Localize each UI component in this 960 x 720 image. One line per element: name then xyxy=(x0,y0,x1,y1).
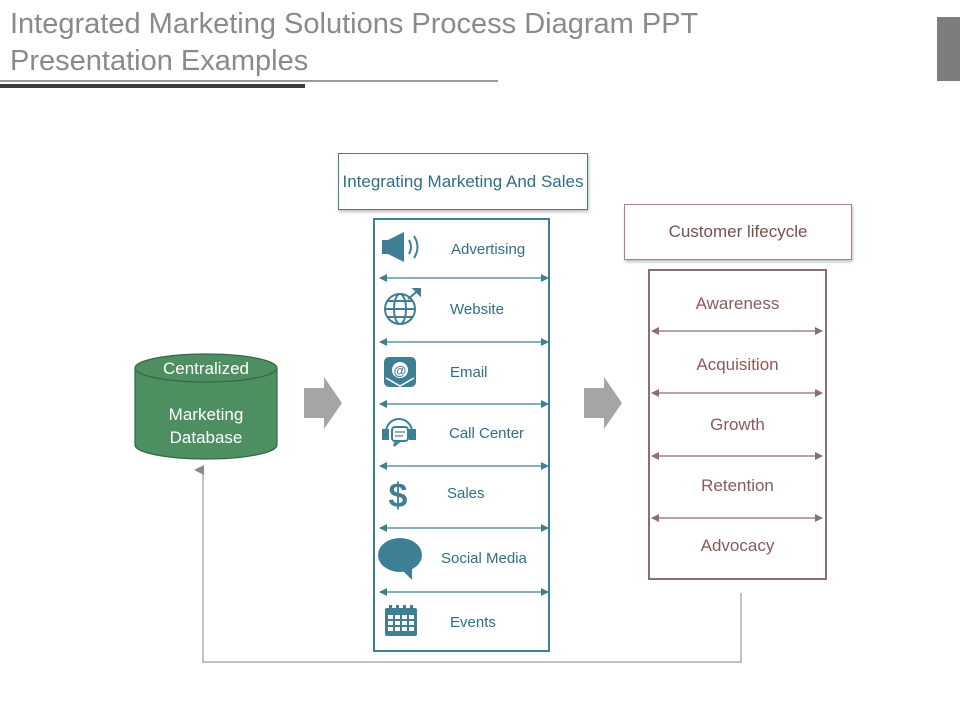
database-cylinder-shape xyxy=(134,353,278,460)
channels-title-box: Integrating Marketing And Sales xyxy=(338,153,588,210)
corner-decoration xyxy=(937,17,960,81)
dollar-icon: $ xyxy=(389,477,408,515)
feedback-loop-connector xyxy=(194,465,742,663)
lifecycle-advocacy: Advocacy xyxy=(700,536,775,555)
channel-website: Website xyxy=(450,301,504,318)
lifecycle-title: Customer lifecycle xyxy=(668,222,808,241)
lifecycle-title-box: Customer lifecycle xyxy=(624,204,852,260)
channel-sales: Sales xyxy=(447,485,485,502)
megaphone-icon xyxy=(382,232,419,262)
channel-email: Email xyxy=(450,364,488,381)
title-underline xyxy=(0,80,498,82)
channels-panel xyxy=(373,218,550,652)
flow-arrow-1 xyxy=(304,377,342,429)
title-accent-bar xyxy=(0,84,305,88)
svg-text:@: @ xyxy=(394,363,407,378)
channel-advertising: Advertising xyxy=(451,241,526,258)
lifecycle-acquisition: Acquisition xyxy=(696,355,779,374)
flow-arrow-2 xyxy=(584,377,622,429)
channel-events: Events xyxy=(450,614,496,631)
headset-icon xyxy=(382,418,416,447)
globe-icon xyxy=(384,288,421,325)
channels-title: Integrating Marketing And Sales xyxy=(342,171,584,191)
lifecycle-separators xyxy=(651,327,823,522)
lifecycle-growth: Growth xyxy=(710,415,765,434)
email-icon: @ xyxy=(384,357,416,387)
database-label-top: Centralized xyxy=(163,359,249,378)
database-label-main: Marketing Database xyxy=(168,405,244,447)
lifecycle-panel xyxy=(648,269,827,580)
lifecycle-awareness: Awareness xyxy=(695,294,780,313)
channel-call-center: Call Center xyxy=(449,425,525,442)
calendar-icon xyxy=(385,605,417,636)
speech-bubble-icon xyxy=(378,538,422,580)
page-title: Integrated Marketing Solutions Process D… xyxy=(10,8,698,77)
lifecycle-retention: Retention xyxy=(701,476,774,495)
channel-separators xyxy=(379,274,549,596)
channel-social-media: Social Media xyxy=(441,550,527,567)
